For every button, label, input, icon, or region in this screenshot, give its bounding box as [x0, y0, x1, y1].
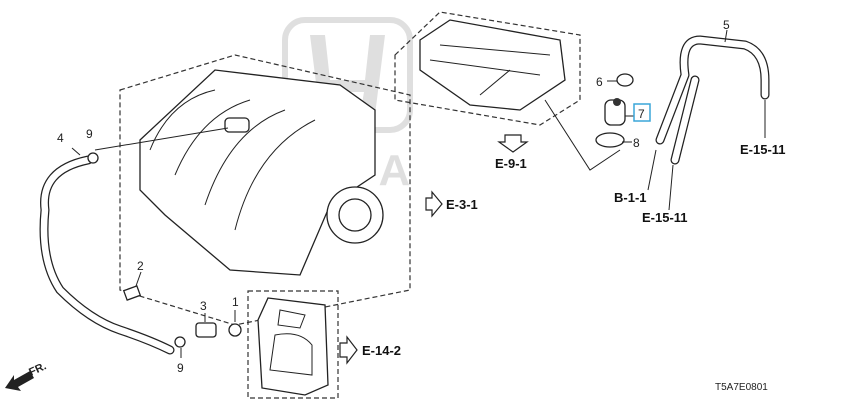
arrow-e-3-1-icon	[425, 190, 443, 218]
leader-4	[71, 147, 81, 156]
clamp-8[interactable]	[595, 132, 625, 148]
leader-7-group	[544, 99, 621, 171]
upper-manifold-part[interactable]	[419, 19, 566, 111]
ref-b-1-1[interactable]: B-1-1	[614, 190, 647, 205]
cover-plate[interactable]	[257, 297, 329, 396]
callout-4: 4	[57, 131, 64, 145]
manifold-group-outline	[119, 54, 411, 326]
cover-group-outline	[247, 290, 339, 399]
arrow-e-9-1-icon	[497, 134, 529, 153]
hose-4[interactable]	[39, 155, 175, 355]
clamp-9-bottom[interactable]	[174, 336, 186, 348]
leader-2	[135, 271, 142, 287]
ref-e-3-1[interactable]: E-3-1	[446, 197, 478, 212]
cap-7[interactable]	[604, 98, 626, 126]
callout-2: 2	[137, 259, 144, 273]
front-label: FR.	[27, 360, 48, 378]
callout-3: 3	[200, 299, 207, 313]
diagram-code: T5A7E0801	[715, 382, 768, 393]
clamp-9-top[interactable]	[87, 152, 99, 164]
arrow-e-14-2-icon	[339, 335, 358, 365]
intake-manifold[interactable]	[139, 69, 384, 276]
clamp-6[interactable]	[616, 73, 634, 87]
pcv-valve-3[interactable]	[195, 322, 217, 338]
arrow-e-15-11-left	[668, 164, 674, 211]
callout-8: 8	[633, 136, 640, 150]
callout-9-top: 9	[86, 127, 93, 141]
callout-5: 5	[723, 18, 730, 32]
callout-7-highlight	[633, 103, 651, 122]
ref-e-9-1[interactable]: E-9-1	[495, 156, 527, 171]
ref-e-14-2[interactable]: E-14-2	[362, 343, 401, 358]
arrow-b-1-1	[647, 149, 657, 191]
hose-5[interactable]	[655, 35, 770, 165]
ref-e-15-11-left[interactable]: E-15-11	[642, 210, 688, 225]
grommet-1[interactable]	[228, 323, 242, 337]
front-arrow-icon	[5, 371, 34, 391]
bolt-2[interactable]	[122, 285, 142, 301]
callout-1: 1	[232, 295, 239, 309]
ref-e-15-11-right[interactable]: E-15-11	[740, 142, 786, 157]
callout-6: 6	[596, 75, 603, 89]
callout-7[interactable]: 7	[638, 107, 645, 121]
callout-9-bottom: 9	[177, 361, 184, 375]
leader-5	[724, 29, 728, 43]
leader-9-top	[94, 127, 229, 151]
